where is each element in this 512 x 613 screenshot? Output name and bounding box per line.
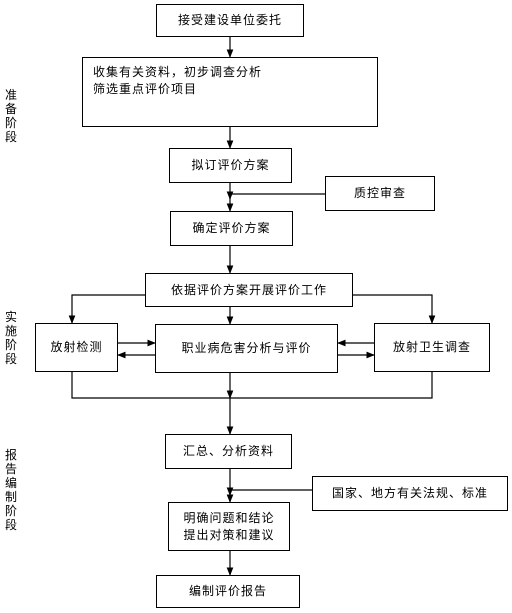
arrow-regulations-to-spine bbox=[226, 487, 312, 496]
radiation-health-box: 放射卫生调查 bbox=[374, 323, 490, 372]
qc-review-label: 质控审查 bbox=[353, 186, 406, 200]
summary-box: 汇总、分析资料 bbox=[165, 434, 292, 469]
stage-label-report: 报告编制阶段 bbox=[4, 448, 17, 532]
report-box: 编制评价报告 bbox=[156, 575, 300, 608]
accept-commission-box: 接受建设单位委托 bbox=[156, 4, 304, 37]
confirm-plan-label: 确定评价方案 bbox=[192, 221, 271, 235]
conclusion-line2: 提出对策和建议 bbox=[183, 527, 275, 542]
accept-commission-label: 接受建设单位委托 bbox=[177, 13, 282, 27]
arrow-qc-to-spine bbox=[226, 191, 325, 200]
execute-evaluation-label: 依据评价方案开展评价工作 bbox=[170, 282, 327, 297]
stage-label-implementation: 实施阶段 bbox=[4, 310, 17, 366]
hazard-analysis-label: 职业病危害分析与评价 bbox=[181, 341, 312, 355]
regulations-label: 国家、地方有关法规、标准 bbox=[331, 486, 488, 500]
arrow-execute-to-radiation-health bbox=[353, 294, 436, 324]
summary-label: 汇总、分析资料 bbox=[182, 444, 274, 458]
qc-review-box: 质控审查 bbox=[325, 176, 435, 211]
report-label: 编制评价报告 bbox=[188, 584, 267, 598]
draft-plan-label: 拟订评价方案 bbox=[191, 158, 270, 172]
stage-label-preparation: 准备阶段 bbox=[4, 88, 17, 144]
regulations-box: 国家、地方有关法规、标准 bbox=[312, 476, 508, 511]
arrow-execute-to-radiation-test bbox=[68, 294, 145, 324]
collect-data-box: 收集有关资料，初步调查分析 筛选重点评价项目 bbox=[82, 57, 378, 127]
collect-data-line1: 收集有关资料，初步调查分析 bbox=[93, 65, 263, 79]
radiation-test-box: 放射检测 bbox=[35, 323, 118, 372]
collect-data-line2: 筛选重点评价项目 bbox=[93, 82, 198, 96]
execute-evaluation-box: 依据评价方案开展评价工作 bbox=[145, 273, 353, 307]
hazard-analysis-box: 职业病危害分析与评价 bbox=[155, 324, 338, 373]
conclusion-line1: 明确问题和结论 bbox=[183, 510, 275, 525]
radiation-health-label: 放射卫生调查 bbox=[392, 340, 471, 354]
radiation-test-label: 放射检测 bbox=[50, 340, 103, 354]
merge-line bbox=[71, 372, 433, 399]
conclusion-box: 明确问题和结论 提出对策和建议 bbox=[168, 502, 290, 551]
confirm-plan-box: 确定评价方案 bbox=[170, 211, 293, 246]
draft-plan-box: 拟订评价方案 bbox=[169, 148, 292, 183]
